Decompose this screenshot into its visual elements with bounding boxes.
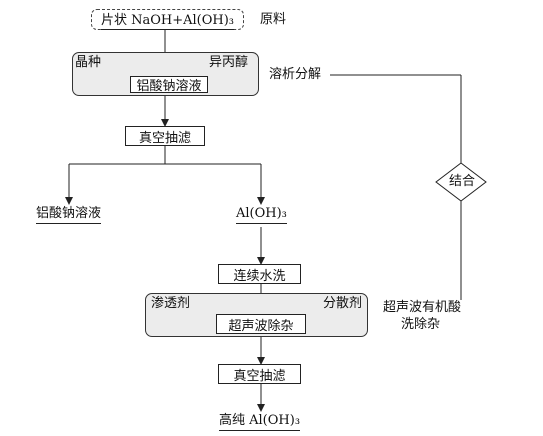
ultrasonic-acid-line1: 超声波有机酸 (383, 300, 462, 315)
dispersant-label: 分散剂 (323, 296, 363, 311)
aloh3-label: Al(OH)₃ (236, 206, 287, 224)
aluminate-solution-box: 铝酸钠溶液 (130, 76, 208, 94)
ultrasonic-removal-box: 超声波除杂 (216, 314, 306, 334)
aluminate-solution-text: 铝酸钠溶液 (136, 79, 202, 94)
final-product-label: 高纯 Al(OH)₃ (219, 413, 301, 431)
vacuum-filter-1-text: 真空抽滤 (138, 130, 191, 146)
combine-label: 结合 (449, 174, 476, 189)
vacuum-filter-2-box: 真空抽滤 (218, 364, 301, 384)
vacuum-filter-1-box: 真空抽滤 (125, 126, 205, 146)
water-wash-box: 连续水洗 (218, 264, 301, 284)
seed-label: 晶种 (75, 55, 102, 70)
water-wash-text: 连续水洗 (233, 268, 286, 284)
vacuum-filter-2-text: 真空抽滤 (233, 368, 286, 384)
aluminate-output-label: 铝酸钠溶液 (36, 206, 102, 224)
raw-material-text: 片状 NaOH+Al(OH)₃ (100, 9, 235, 30)
dissolution-label: 溶析分解 (269, 67, 322, 82)
raw-material-label: 原料 (260, 12, 287, 27)
ultrasonic-removal-text: 超声波除杂 (228, 318, 294, 334)
ultrasonic-acid-line2: 洗除杂 (401, 317, 441, 332)
penetrant-label: 渗透剂 (151, 296, 191, 311)
raw-material-box: 片状 NaOH+Al(OH)₃ (91, 9, 244, 30)
isopropanol-label: 异丙醇 (209, 55, 249, 70)
